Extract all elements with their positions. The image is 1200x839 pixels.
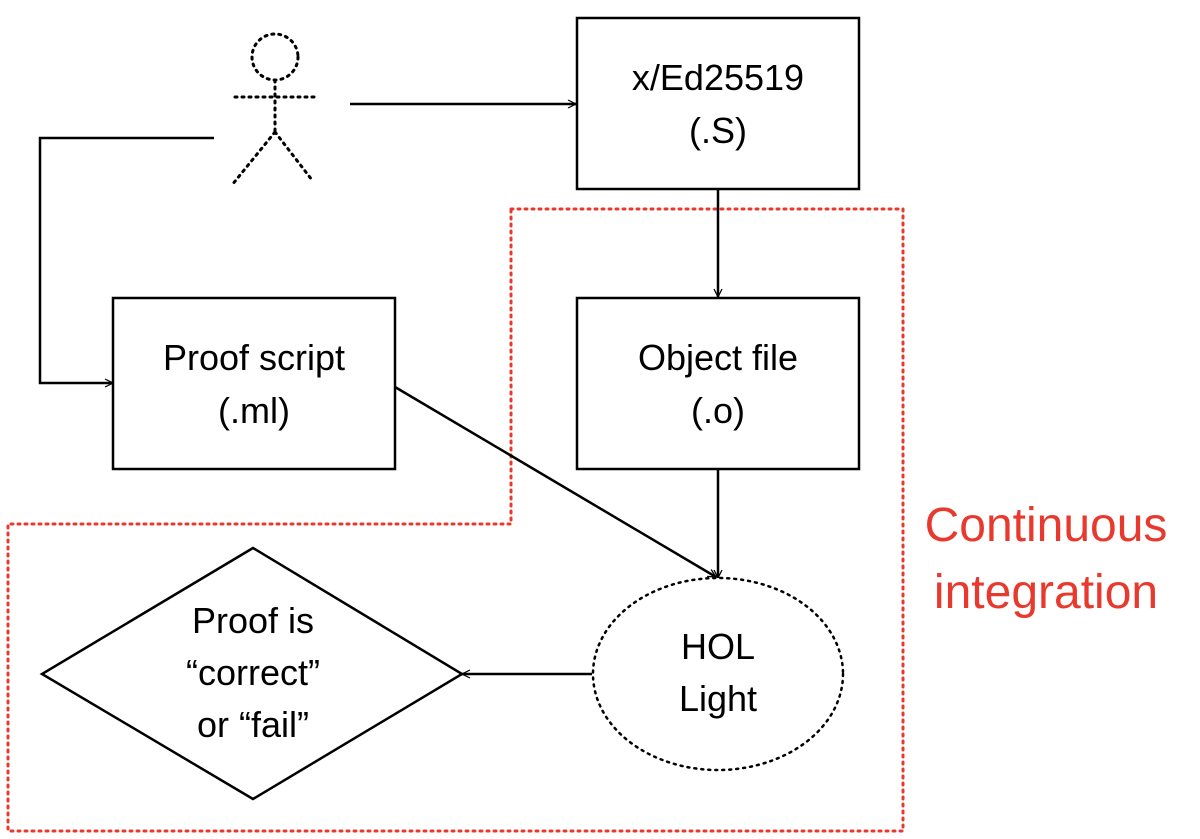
source-box-line1: x/Ed25519 (632, 57, 804, 98)
result-line1: Proof is (192, 600, 314, 641)
person-icon (230, 32, 320, 187)
object-file-box (575, 296, 861, 471)
hol-light-line2: Light (679, 678, 757, 719)
hol-light-node (591, 576, 845, 772)
source-box-line2: (.S) (689, 110, 747, 151)
arrow-actor-to-proof-script (38, 136, 214, 383)
arrow-proof-script-to-hol (394, 385, 716, 579)
ci-region-border (6, 207, 905, 833)
proof-script-box (111, 296, 397, 471)
object-file-line2: (.o) (691, 390, 745, 431)
result-diamond (39, 546, 465, 801)
ci-label-line1: Continuous (925, 499, 1168, 552)
proof-script-line1: Proof script (163, 337, 345, 378)
ci-label-line2: integration (934, 566, 1158, 619)
object-file-line1: Object file (638, 337, 798, 378)
result-line2: “correct” (186, 652, 320, 693)
source-box (575, 16, 861, 191)
proof-script-line2: (.ml) (218, 390, 290, 431)
hol-light-line1: HOL (681, 626, 755, 667)
result-line3: or “fail” (197, 704, 309, 745)
